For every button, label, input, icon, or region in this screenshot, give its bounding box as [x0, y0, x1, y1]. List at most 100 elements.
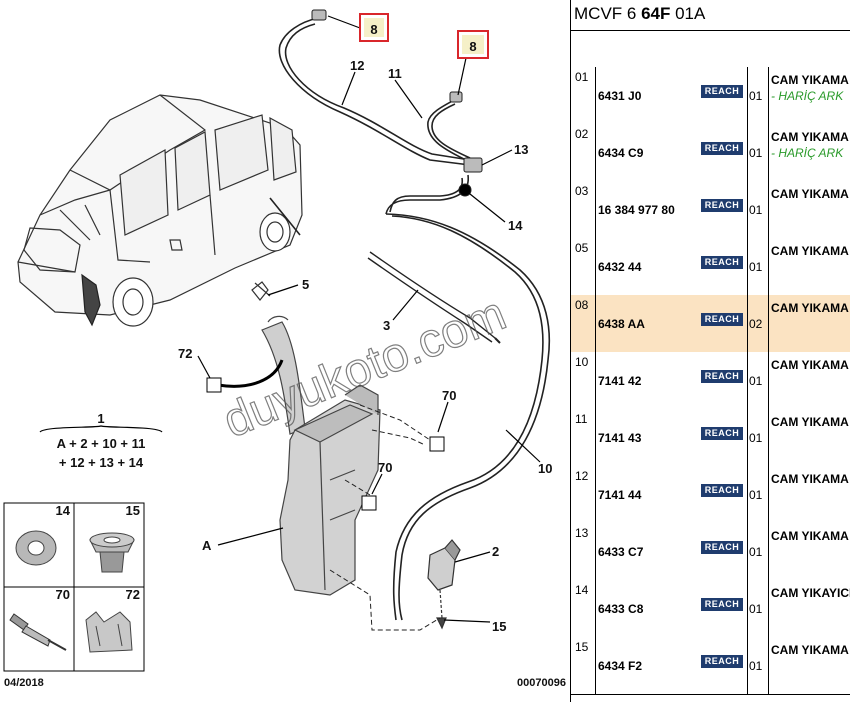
row-qty-cell: 01: [747, 637, 769, 694]
reach-badge[interactable]: REACH: [701, 313, 743, 326]
part-reference[interactable]: 6433 C8: [598, 602, 644, 616]
legend-label-14: 14: [56, 503, 71, 518]
row-index-cell: 10: [571, 352, 596, 409]
callout-5[interactable]: 5: [302, 277, 309, 292]
callout-11[interactable]: 11: [388, 66, 402, 81]
row-index: 11: [575, 412, 588, 426]
part-description: CAM YIKAMA: [771, 73, 849, 87]
part-reference[interactable]: 6433 C7: [598, 545, 644, 559]
callout-13[interactable]: 13: [514, 142, 528, 157]
quantity: 01: [749, 260, 763, 274]
legend-cell-14[interactable]: 14: [15, 503, 71, 566]
part-reference[interactable]: 7141 42: [598, 374, 642, 388]
pump: [427, 539, 461, 630]
kit-composition: 1 A + 2 + 10 + 11 + 12 + 13 + 14: [39, 411, 163, 470]
quantity: 01: [749, 431, 763, 445]
reach-badge[interactable]: REACH: [701, 85, 743, 98]
part-description: CAM YIKAMA: [771, 187, 849, 201]
reach-badge[interactable]: REACH: [701, 484, 743, 497]
row-desc-cell: CAM YIKAMA- HARİÇ ARK: [768, 67, 850, 124]
callout-8-left[interactable]: 8: [359, 13, 389, 42]
row-ref-cell: 6434 C9 REACH: [595, 124, 748, 181]
leader-lines: [197, 15, 541, 623]
row-index-cell: 03: [571, 181, 596, 238]
y-connector-icon: [463, 157, 483, 173]
row-index: 15: [575, 640, 589, 654]
kit-number: 1: [97, 411, 104, 426]
quantity: 01: [749, 545, 763, 559]
callout-70-lower[interactable]: 70: [378, 460, 392, 475]
legend-cell-15[interactable]: 15: [89, 503, 140, 573]
callout-3[interactable]: 3: [383, 318, 390, 333]
part-reference[interactable]: 7141 43: [598, 431, 642, 445]
callout-A[interactable]: A: [202, 538, 212, 553]
mounting-lines: [329, 404, 441, 631]
callout-8-right[interactable]: 8: [457, 30, 489, 59]
kit-line-1: A + 2 + 10 + 11: [57, 436, 146, 451]
part-reference[interactable]: 6431 J0: [598, 89, 642, 103]
row-ref-cell: 7141 42 REACH: [595, 352, 748, 409]
attachment-squares: [206, 377, 445, 511]
part-description: CAM YIKAMA: [771, 244, 849, 258]
row-desc-cell: CAM YIKAMA: [768, 181, 850, 238]
table-row[interactable]: 13 6433 C7 REACH 01 CAM YIKAMA: [571, 523, 850, 581]
reach-badge[interactable]: REACH: [701, 370, 743, 383]
part-description: CAM YIKAMA: [771, 643, 849, 657]
row-index-cell: 01: [571, 67, 596, 124]
row-ref-cell: 6438 AA REACH: [595, 295, 748, 352]
panel-title: MCVF 6 64F 01A: [574, 4, 705, 24]
quantity: 01: [749, 89, 763, 103]
part-description: CAM YIKAMA: [771, 130, 849, 144]
reach-badge[interactable]: REACH: [701, 655, 743, 668]
part-description: CAM YIKAMA: [771, 529, 849, 543]
part-reference[interactable]: 7141 44: [598, 488, 642, 502]
row-qty-cell: 01: [747, 409, 769, 466]
row-desc-cell: CAM YIKAMA: [768, 295, 850, 352]
reach-badge[interactable]: REACH: [701, 256, 743, 269]
part-reference[interactable]: 6434 C9: [598, 146, 644, 160]
part-reference[interactable]: 6434 F2: [598, 659, 643, 673]
callout-10[interactable]: 10: [538, 461, 552, 476]
part-note: - HARİÇ ARK: [771, 146, 844, 160]
callout-12[interactable]: 12: [350, 58, 364, 73]
kit-line-2: + 12 + 13 + 14: [59, 455, 144, 470]
callout-14[interactable]: 14: [508, 218, 523, 233]
reach-badge[interactable]: REACH: [701, 427, 743, 440]
reach-badge[interactable]: REACH: [701, 142, 743, 155]
reach-badge[interactable]: REACH: [701, 541, 743, 554]
clip-icon: [85, 611, 133, 653]
row-index: 13: [575, 526, 589, 540]
callout-15[interactable]: 15: [492, 619, 506, 634]
part-reference[interactable]: 16 384 977 80: [598, 203, 675, 217]
reach-badge[interactable]: REACH: [701, 598, 743, 611]
row-index-cell: 15: [571, 637, 596, 694]
reach-badge[interactable]: REACH: [701, 199, 743, 212]
callout-70-upper[interactable]: 70: [442, 388, 456, 403]
part-reference[interactable]: 6438 AA: [598, 317, 645, 331]
row-index: 10: [575, 355, 589, 369]
clip-5-icon: [251, 281, 271, 301]
callout-8-right-text: 8: [469, 39, 476, 54]
quantity: 01: [749, 488, 763, 502]
legend-cell-72[interactable]: 72: [85, 587, 140, 653]
strap-72: [217, 359, 284, 388]
part-reference[interactable]: 6432 44: [598, 260, 642, 274]
callout-2[interactable]: 2: [492, 544, 499, 559]
diagram-canvas: 8 8 12 11 13 14 5 3 72 70 70 10 2 15 A 1…: [3, 9, 566, 689]
legend-label-15: 15: [126, 503, 140, 518]
row-desc-cell: CAM YIKAMA: [768, 466, 850, 523]
callout-72[interactable]: 72: [178, 346, 192, 361]
row-index-cell: 13: [571, 523, 596, 580]
legend-cell-70[interactable]: 70: [9, 587, 70, 651]
